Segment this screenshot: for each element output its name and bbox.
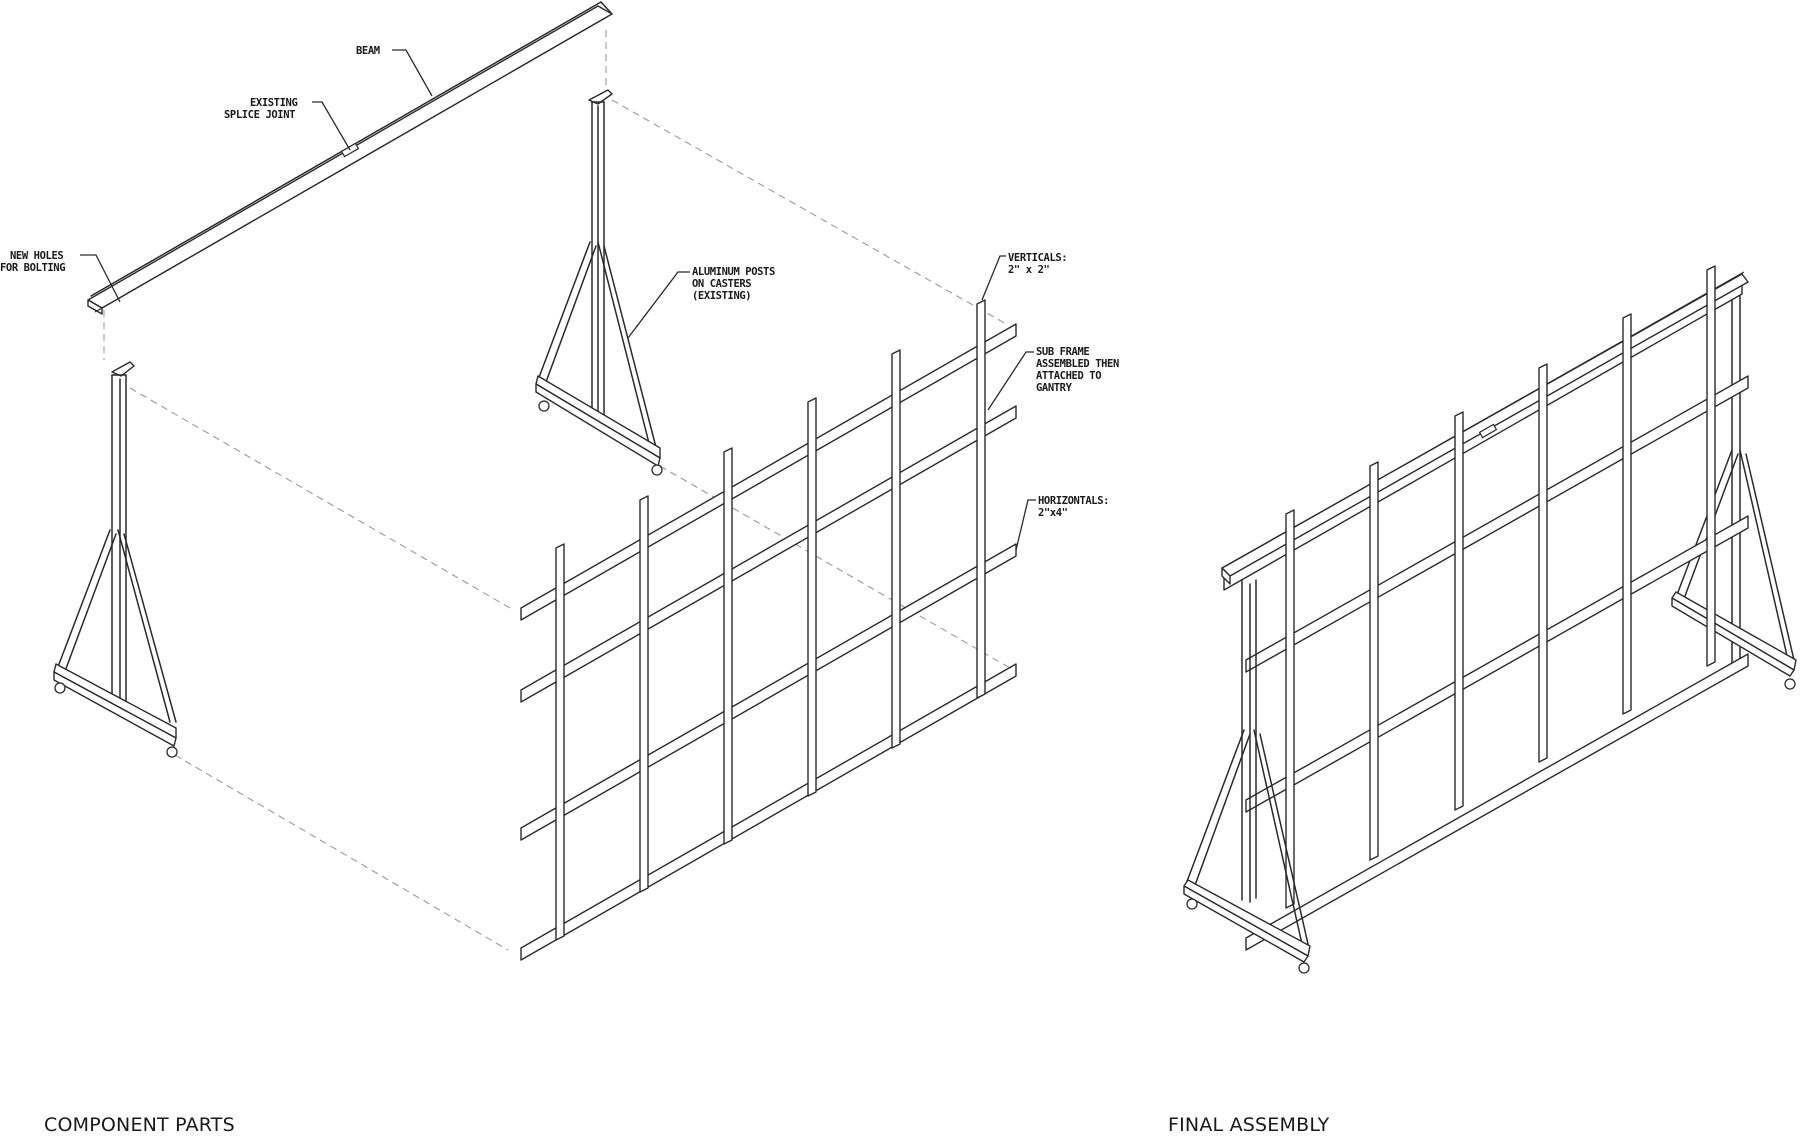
assembly-rear-post (1671, 293, 1797, 690)
assembly-verticals (1285, 265, 1716, 909)
label-verticals-2: 2" x 2" (1008, 264, 1050, 276)
final-assembly (1183, 265, 1797, 974)
label-subframe-1: SUB FRAME (1036, 346, 1089, 358)
assembly-front-post (1183, 579, 1311, 974)
label-posts-3: (EXISTING) (692, 290, 751, 302)
beam (87, 1, 613, 315)
left-post (53, 361, 178, 758)
sub-frame (520, 299, 1017, 961)
verticals (555, 299, 986, 941)
label-subframe-4: GANTRY (1036, 382, 1073, 394)
label-horizontals-2: 2"x4" (1038, 507, 1068, 519)
right-post (535, 89, 663, 476)
assembly-horizontals (1245, 375, 1749, 951)
label-splice-1: EXISTING (250, 97, 297, 109)
label-verticals-1: VERTICALS: (1008, 252, 1067, 264)
label-holes-2: FOR BOLTING (0, 262, 65, 274)
annotations: BEAM EXISTING SPLICE JOINT NEW HOLES FOR… (0, 45, 1119, 519)
label-posts-2: ON CASTERS (692, 278, 751, 290)
caption-final-assembly: FINAL ASSEMBLY (1168, 1114, 1330, 1136)
label-beam: BEAM (356, 45, 380, 57)
alignment-dashes (103, 30, 1011, 951)
leaders (80, 49, 1036, 551)
caption-component-parts: COMPONENT PARTS (44, 1114, 235, 1136)
label-splice-2: SPLICE JOINT (224, 109, 295, 121)
label-subframe-3: ATTACHED TO (1036, 370, 1101, 382)
label-holes-1: NEW HOLES (10, 250, 63, 262)
label-horizontals-1: HORIZONTALS: (1038, 495, 1109, 507)
label-subframe-2: ASSEMBLED THEN (1036, 358, 1119, 370)
label-posts-1: ALUMINUM POSTS (692, 266, 775, 278)
assembly-beam (1221, 271, 1749, 585)
